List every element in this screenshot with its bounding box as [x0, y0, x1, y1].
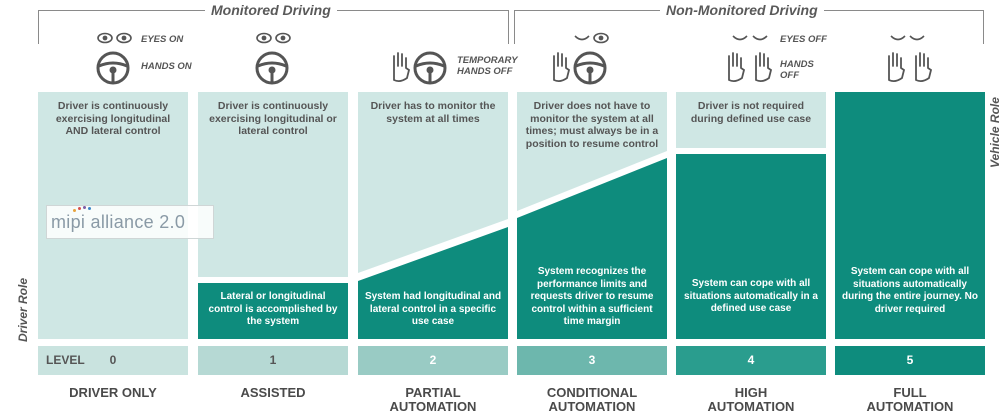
level-1-column: Driver is continuously exercising longit…	[198, 92, 348, 339]
driver-role-icons	[96, 32, 932, 85]
eyes-on-label: EYES ON	[141, 34, 184, 45]
level-2-driver-text: Driver has to monitor the system at all …	[370, 100, 496, 125]
level-5-system-role: System can cope with all situations auto…	[835, 92, 985, 339]
level-1-bar: 1	[198, 346, 348, 375]
non-monitored-driving-title: Non-Monitored Driving	[660, 2, 824, 18]
level-4-system-text: System can cope with all situations auto…	[684, 278, 818, 314]
non-monitored-bracket-left	[514, 10, 515, 44]
level-1-number: 1	[269, 353, 277, 367]
watermark-text: mipi alliance 2.0	[51, 212, 186, 232]
level-3-driver-text: Driver does not have to monitor the syst…	[525, 100, 659, 150]
level-label: LEVEL	[46, 353, 85, 367]
steering-wheel-icon-level-1	[255, 51, 289, 85]
level-0-category: DRIVER ONLY	[69, 385, 157, 400]
eyes-off-icon-level-5	[890, 35, 925, 41]
eyes-on-icon-level-0	[97, 32, 132, 44]
hand-icon-level-2	[393, 52, 410, 83]
hands-on-label: HANDS ON	[141, 61, 192, 72]
temporary-hands-off-label-line1: TEMPORARY	[457, 55, 518, 66]
monitored-bracket-left	[38, 10, 39, 44]
level-5-bar: 5	[835, 346, 985, 375]
driver-role-side-label: Driver Role	[16, 277, 30, 342]
vehicle-role-side-label: Vehicle Role	[988, 97, 1001, 168]
level-2-category: PARTIAL AUTOMATION	[389, 385, 477, 414]
level-4-category: HIGH AUTOMATION	[707, 385, 795, 414]
level-2-column: Driver has to monitor the system at all …	[358, 92, 508, 339]
watermark-dots-icon	[73, 206, 93, 212]
eyes-half-icon-level-3	[574, 32, 609, 44]
level-5-column: System can cope with all situations auto…	[835, 92, 985, 339]
level-0-driver-text: Driver is continuously exercising longit…	[55, 100, 171, 137]
level-3-bar: 3	[517, 346, 667, 375]
level-5-number: 5	[906, 353, 914, 367]
eyes-off-label: EYES OFF	[780, 34, 827, 45]
level-1-system-role: Lateral or longitudinal control is accom…	[198, 283, 348, 339]
hands-off-icon-level-5	[888, 52, 932, 83]
level-5-category: FULL AUTOMATION	[866, 385, 954, 414]
level-0-bar: LEVEL 0	[38, 346, 188, 375]
steering-wheel-icon-level-3	[573, 51, 607, 85]
level-5-system-text: System can cope with all situations auto…	[842, 266, 978, 315]
level-3-system-area	[517, 158, 667, 339]
level-4-driver-role: Driver is not required during defined us…	[676, 92, 826, 148]
hands-off-icon-level-4	[728, 52, 772, 83]
level-2-bar: 2	[358, 346, 508, 375]
eyes-on-icon-level-1	[256, 32, 291, 44]
level-4-driver-text: Driver is not required during defined us…	[690, 100, 812, 125]
steering-wheel-icon-level-0	[96, 51, 130, 85]
level-3-number: 3	[588, 353, 596, 367]
level-1-driver-text: Driver is continuously exercising longit…	[209, 100, 337, 137]
level-2-driver-area	[358, 92, 508, 273]
hand-icon-level-3	[553, 52, 570, 83]
level-1-category: ASSISTED	[240, 385, 306, 400]
level-4-column: Driver is not required during defined us…	[676, 92, 826, 339]
monitored-bracket-right	[508, 10, 509, 44]
level-2-system-area	[358, 227, 508, 339]
level-3-category: CONDITIONAL AUTOMATION	[546, 385, 638, 414]
hands-off-label-line1: HANDS	[780, 59, 814, 70]
level-4-system-role: System can cope with all situations auto…	[676, 154, 826, 339]
monitored-driving-title: Monitored Driving	[205, 2, 337, 18]
level-2-number: 2	[429, 353, 437, 367]
non-monitored-bracket-right	[983, 10, 984, 44]
diagonal-split-panels	[358, 92, 667, 339]
level-4-bar: 4	[676, 346, 826, 375]
level-4-number: 4	[747, 353, 755, 367]
level-3-driver-area	[517, 92, 667, 211]
level-1-driver-role: Driver is continuously exercising longit…	[198, 92, 348, 277]
level-1-system-text: Lateral or longitudinal control is accom…	[208, 291, 338, 327]
level-0-number: 0	[109, 353, 117, 367]
watermark-logo: mipi alliance 2.0	[46, 205, 214, 239]
eyes-off-icon-level-4	[732, 35, 768, 41]
level-2-system-text: System had longitudinal and lateral cont…	[364, 291, 502, 327]
level-3-system-text: System recognizes the performance limits…	[530, 266, 654, 327]
steering-wheel-icon-level-2	[413, 51, 447, 85]
level-3-column: Driver does not have to monitor the syst…	[517, 92, 667, 339]
temporary-hands-off-label-line2: HANDS OFF	[457, 66, 513, 77]
hands-off-label-line2: OFF	[780, 70, 799, 81]
